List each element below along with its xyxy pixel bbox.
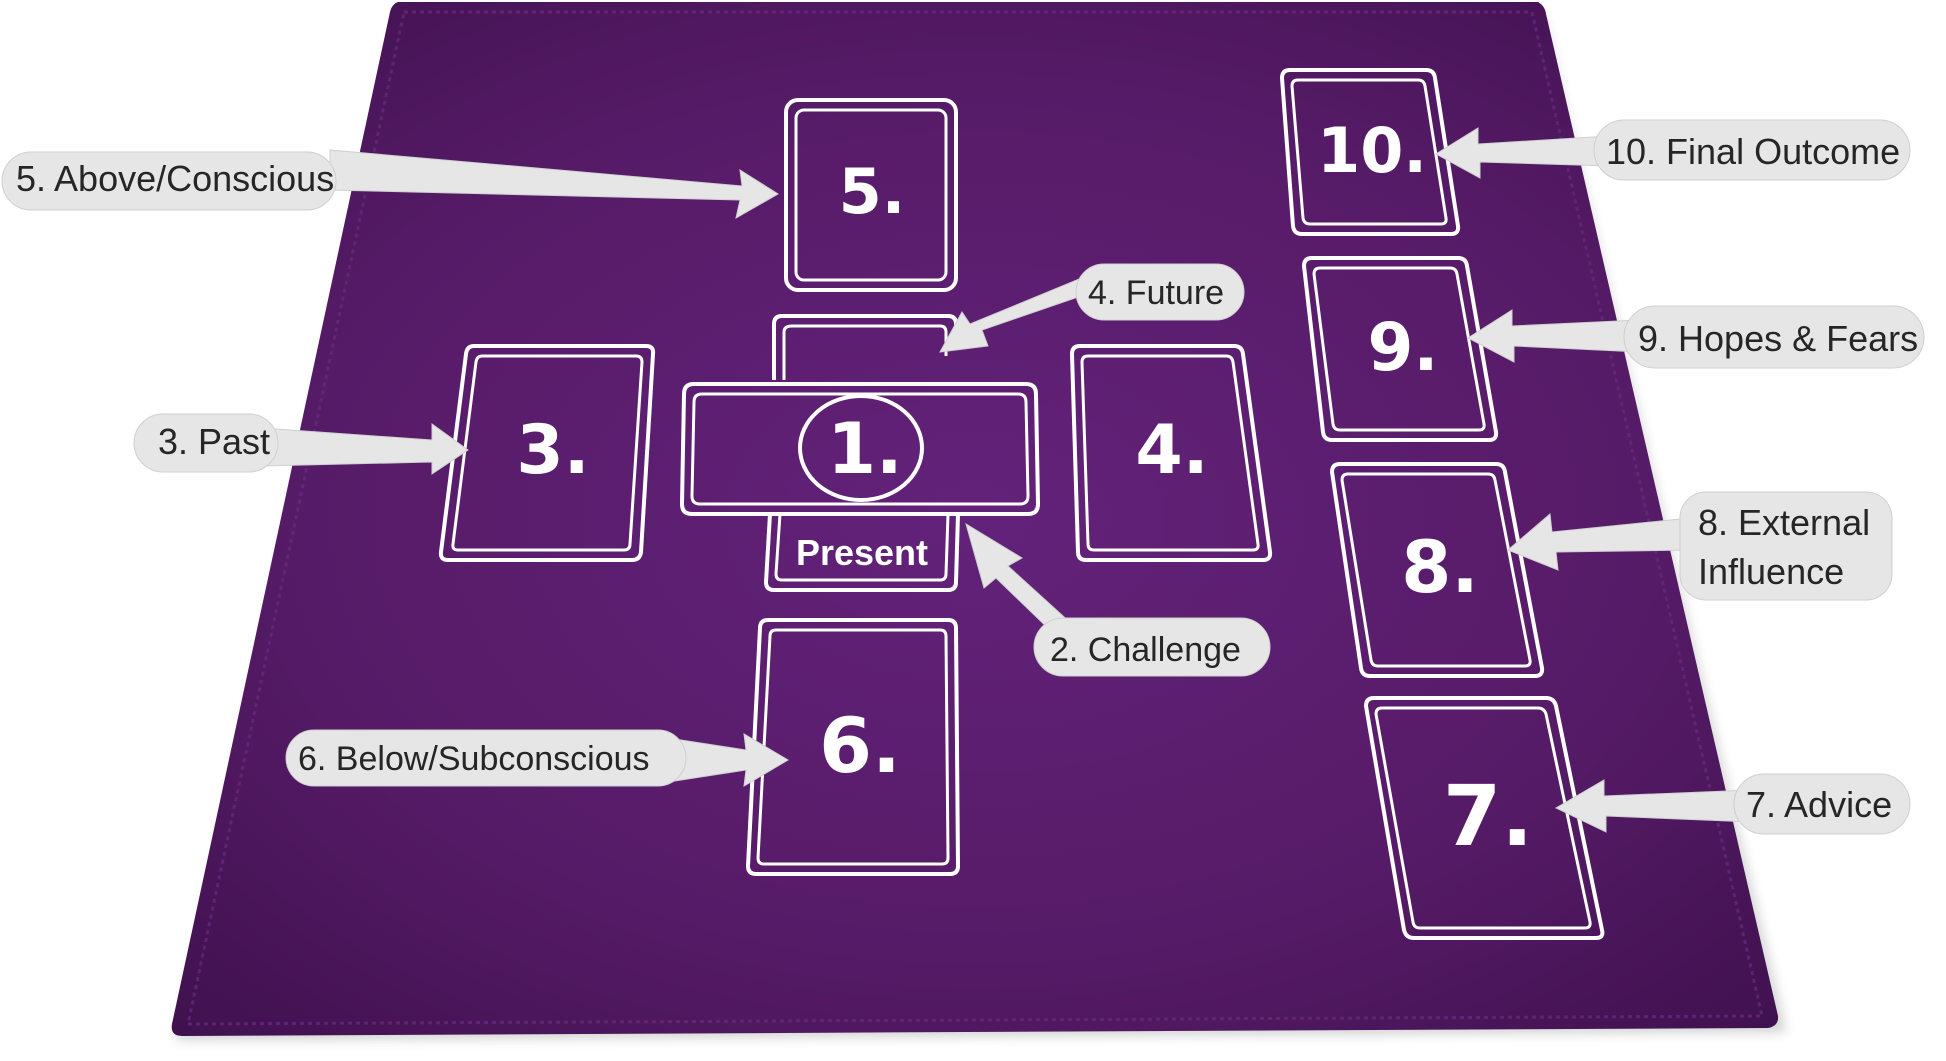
- card-5-outline: [784, 98, 958, 292]
- callout-advice-label: 7. Advice: [1746, 784, 1892, 825]
- callout-future: [939, 263, 1245, 353]
- card-4-number: 4.: [1135, 411, 1208, 490]
- card-3-outline: [438, 344, 656, 562]
- card-7-outline: [1364, 696, 1605, 940]
- callout-past: [133, 413, 469, 475]
- card-8-number: 8.: [1401, 525, 1478, 609]
- card-4-outline: [1070, 344, 1273, 562]
- card-5-number: 5.: [839, 155, 906, 228]
- callout-external-influence: [1507, 491, 1893, 601]
- card-1-number: 1.: [827, 408, 902, 490]
- card-10-outline: [1280, 68, 1461, 236]
- card-6-number: 6.: [819, 701, 901, 790]
- callout-future-label: 4. Future: [1088, 274, 1224, 312]
- card-8-outline: [1330, 462, 1545, 678]
- card-9-number: 9.: [1368, 309, 1439, 386]
- card-9-outline: [1302, 256, 1499, 442]
- card-1-outline: [680, 382, 1040, 516]
- callout-above: [1, 149, 779, 219]
- callout-below: [285, 729, 789, 787]
- callout-above-label: 5. Above/Conscious: [16, 158, 334, 199]
- callout-advice: [1554, 773, 1911, 835]
- callout-final-outcome-label: 10. Final Outcome: [1606, 131, 1900, 172]
- callout-external-label-line1: 8. External: [1698, 502, 1870, 543]
- card-6-outline: [746, 618, 960, 876]
- card-3-number: 3.: [516, 411, 589, 490]
- callout-below-label: 6. Below/Subconscious: [298, 740, 650, 778]
- callout-past-label: 3. Past: [158, 421, 270, 462]
- callout-final-outcome: [1435, 119, 1911, 181]
- card-10-number: 10.: [1317, 114, 1427, 187]
- present-label: Present: [796, 532, 928, 573]
- cloth-edge-stitch: [186, 10, 1764, 1026]
- callout-hopes-fears-label: 9. Hopes & Fears: [1638, 318, 1918, 359]
- callout-hopes-fears: [1467, 305, 1925, 369]
- callout-challenge: [965, 522, 1271, 677]
- callout-challenge-label: 2. Challenge: [1050, 631, 1241, 669]
- callout-external-label-line2: Influence: [1698, 551, 1844, 592]
- card-7-number: 7.: [1443, 767, 1533, 865]
